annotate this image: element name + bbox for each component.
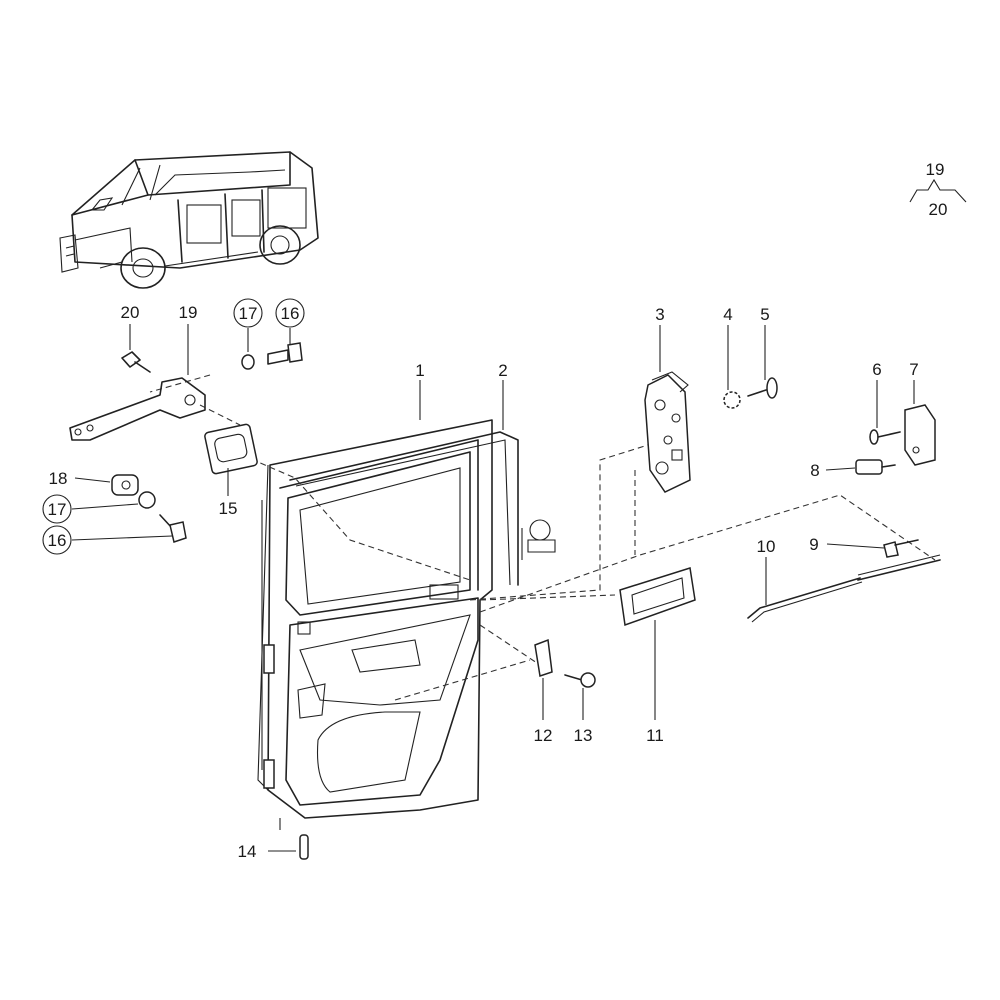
door-lock-3 — [644, 371, 691, 493]
callout-16-top-circle — [275, 298, 305, 328]
callout-20: 20 — [121, 303, 140, 322]
callout-4: 4 — [723, 305, 732, 324]
door-shell — [257, 419, 493, 830]
callout-11: 11 — [646, 726, 664, 745]
callout-5: 5 — [760, 305, 769, 324]
callout-12: 12 — [534, 726, 553, 745]
inside-handle-11 — [619, 567, 696, 627]
rod-10 — [747, 577, 863, 623]
washer-17-bottom — [138, 491, 156, 509]
vehicle-illustration — [59, 151, 319, 289]
bracket-top-label: 19 — [926, 160, 945, 179]
callout-6: 6 — [872, 360, 881, 379]
callout-16-top: 16 — [281, 304, 300, 323]
callout-2: 2 — [498, 361, 507, 380]
callout-16-bottom-circle — [42, 525, 72, 555]
screw-13 — [564, 672, 596, 688]
door-seal — [289, 431, 556, 586]
callout-14: 14 — [238, 842, 257, 861]
callout-10: 10 — [757, 537, 776, 556]
rod-9 — [857, 539, 941, 581]
bolt-16-bottom — [159, 514, 187, 543]
callout-7: 7 — [909, 360, 918, 379]
clip-12 — [534, 638, 553, 677]
callout-17-top: 17 — [239, 304, 258, 323]
assembly-lines — [149, 374, 936, 701]
screw-6 — [869, 429, 901, 445]
handle-screw-20 — [121, 351, 151, 373]
callout-15: 15 — [219, 499, 238, 518]
callout-18: 18 — [49, 469, 68, 488]
outside-handle — [69, 377, 206, 441]
callout-13: 13 — [574, 726, 593, 745]
washer-17-top — [241, 354, 255, 370]
gasket-18 — [111, 474, 139, 496]
handle-seal-15 — [204, 423, 258, 475]
callout-17-bottom-circle — [42, 494, 72, 524]
callout-17-top-circle — [233, 298, 263, 328]
pin-14 — [299, 834, 309, 860]
bracket-bottom-label: 20 — [929, 200, 948, 219]
callout-16-bottom: 16 — [48, 531, 67, 550]
bolt-5 — [747, 377, 778, 399]
callout-1: 1 — [415, 361, 424, 380]
bracket-legend: 19 20 — [909, 160, 967, 219]
callout-3: 3 — [655, 305, 664, 324]
bushing-8 — [855, 459, 896, 475]
callout-labels: 1 2 3 4 5 6 7 8 9 10 11 12 13 14 15 16 1… — [42, 298, 919, 861]
callout-9: 9 — [809, 535, 818, 554]
callout-17-bottom: 17 — [48, 500, 67, 519]
callout-8: 8 — [810, 461, 819, 480]
callout-19: 19 — [179, 303, 198, 322]
leader-lines — [71, 324, 915, 852]
striker-7 — [904, 404, 936, 466]
star-washer-4 — [723, 391, 741, 409]
bolt-16-top — [267, 342, 303, 365]
